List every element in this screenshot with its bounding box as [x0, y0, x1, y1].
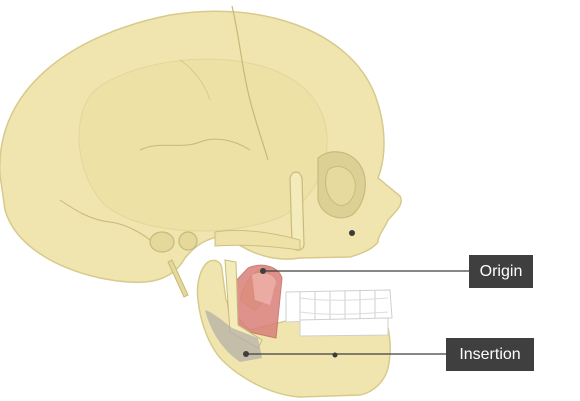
cranium — [0, 5, 402, 284]
origin-marker — [260, 268, 266, 274]
insertion-marker — [243, 351, 249, 357]
leader-lines — [243, 268, 469, 357]
insertion-label: Insertion — [446, 338, 534, 371]
muscle — [224, 259, 283, 349]
origin-label-text: Origin — [479, 262, 523, 280]
insertion-zone — [205, 310, 262, 362]
zygomatic-arch — [214, 171, 305, 251]
insertion-label-text: Insertion — [459, 345, 521, 363]
origin-label: Origin — [469, 255, 533, 288]
teeth — [285, 289, 393, 337]
mastoid-process — [149, 231, 198, 298]
orbit — [317, 151, 366, 236]
